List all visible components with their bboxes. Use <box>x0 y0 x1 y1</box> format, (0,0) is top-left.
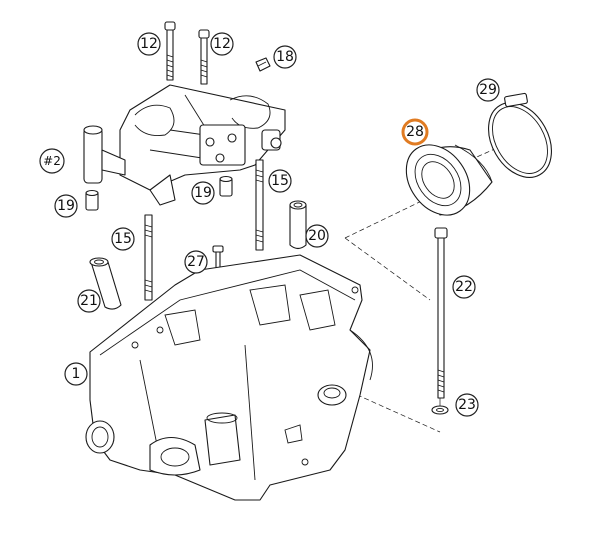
callout-15-left[interactable]: 15 <box>111 227 135 251</box>
callout-label: 20 <box>308 228 326 244</box>
callout-label: 12 <box>140 36 158 52</box>
callout-label: 22 <box>455 279 473 295</box>
callout-label: 12 <box>213 36 231 52</box>
callout-label: 29 <box>479 82 497 98</box>
callout-29[interactable]: 29 <box>476 78 500 102</box>
callout-28[interactable]: 28 <box>401 118 429 146</box>
callout-label: 15 <box>271 173 289 189</box>
callout-2[interactable]: #2 <box>39 148 65 174</box>
cylinder-head <box>85 254 373 501</box>
callout-label: 23 <box>458 397 476 413</box>
bolt-12-left <box>164 21 176 81</box>
callout-15-right[interactable]: 15 <box>268 169 292 193</box>
dowel-19-right <box>219 175 233 197</box>
callout-20[interactable]: 20 <box>305 224 329 248</box>
screw-27 <box>212 245 224 269</box>
bolt-12-right <box>198 29 210 85</box>
washer-23 <box>431 405 449 415</box>
callout-label: 19 <box>57 198 75 214</box>
callout-12-left[interactable]: 12 <box>137 32 161 56</box>
callout-19-left[interactable]: 19 <box>54 194 78 218</box>
callout-label: 28 <box>406 124 424 140</box>
stud-15-right <box>255 159 264 251</box>
bolt-22 <box>434 227 448 399</box>
callout-22[interactable]: 22 <box>452 275 476 299</box>
callout-27[interactable]: 27 <box>184 250 208 274</box>
intake-boot-28 <box>405 144 493 216</box>
callout-label: 27 <box>187 254 205 270</box>
callout-label: 18 <box>276 49 294 65</box>
hose-clamp-29 <box>488 92 552 178</box>
callout-19-right[interactable]: 19 <box>191 181 215 205</box>
callout-label: 21 <box>80 293 98 309</box>
callout-label: #2 <box>43 154 61 168</box>
sleeve-20 <box>289 200 307 250</box>
callout-label: 15 <box>114 231 132 247</box>
callout-1[interactable]: 1 <box>64 362 88 386</box>
callout-12-right[interactable]: 12 <box>210 32 234 56</box>
callout-21[interactable]: 21 <box>77 289 101 313</box>
dowel-19-left <box>85 189 99 211</box>
callout-18[interactable]: 18 <box>273 45 297 69</box>
callout-label: 1 <box>72 366 81 382</box>
sleeve-21 <box>89 257 122 310</box>
callout-label: 19 <box>194 185 212 201</box>
camshaft-carrier <box>83 84 286 206</box>
screw-18 <box>255 57 271 72</box>
callout-23[interactable]: 23 <box>455 393 479 417</box>
stud-15-left <box>144 214 153 301</box>
